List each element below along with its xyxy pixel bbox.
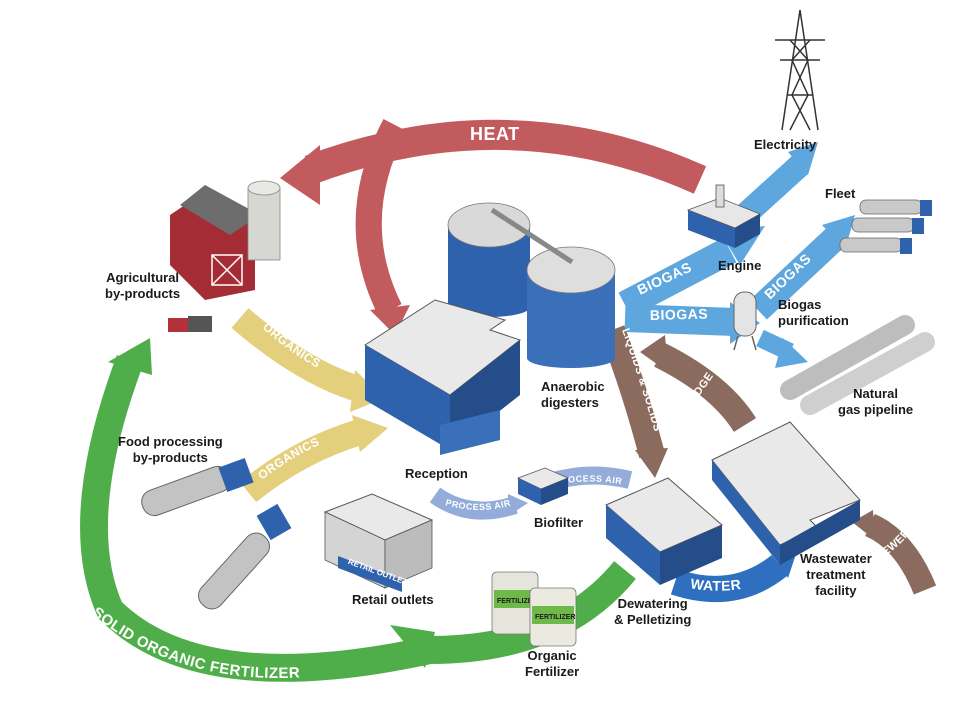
sludge-arrow: SLUDGE [640,335,757,433]
organic-fertilizer-line-1: Organic [527,648,577,663]
biofilter-icon [516,467,570,505]
fleet-trucks-icon [839,199,932,254]
biogas-purification-line-2: purification [778,313,849,328]
biogas-purification-line-1: Biogas [778,297,822,312]
svg-text:PROCESS AIR: PROCESS AIR [445,497,512,512]
anaerobic-digesters-line-2: digesters [541,395,599,410]
dewatering-building-icon [605,477,723,585]
process-air-label-2: PROCESS AIR [554,473,623,486]
svg-text:BIOGAS: BIOGAS [650,306,709,323]
retail-outlet-icon: RETAIL OUTLET [323,493,434,592]
biogas-label-2: BIOGAS [650,306,708,323]
retail-outlets-label: Retail outlets [352,592,434,607]
silo-icon [247,180,281,261]
wastewater-line-3: facility [815,583,857,598]
agricultural-label: Agricultural by-products [105,270,180,302]
agricultural-line-2: by-products [105,286,181,301]
natural-gas-line-2: gas pipeline [838,402,914,417]
engine-label: Engine [718,258,762,273]
tanker-truck-icon [141,457,292,610]
food-processing-label: Food processing by-products [118,434,223,466]
purification-tank-icon [733,291,757,351]
dewatering-line-1: Dewatering [617,596,688,611]
natural-gas-pipeline-label: Natural gas pipeline [838,386,913,418]
wastewater-building-icon [711,421,861,565]
heat-label: HEAT [470,124,520,144]
electricity-label: Electricity [754,137,817,152]
engine-icon [686,184,761,248]
anaerobic-digesters-label: Anaerobic digesters [541,379,605,411]
agricultural-line-1: Agricultural [106,270,180,285]
fertilizer-bag-label-2: FERTILIZER [535,614,575,621]
water-label: WATER [689,575,741,593]
process-air-label-1: PROCESS AIR [445,497,512,512]
organics-arrow-agricultural: ORGANICS [231,308,385,412]
dewatering-label: Dewatering & Pelletizing [614,596,691,628]
organic-fertilizer-label: Organic Fertilizer [525,648,579,680]
food-processing-line-1: Food processing [118,434,223,449]
biofilter-label: Biofilter [534,515,584,530]
barn-icon [170,185,260,300]
organics-arrow-food: ORGANICS [239,415,388,503]
fleet-label: Fleet [825,186,856,201]
wastewater-line-2: treatment [806,567,866,582]
natural-gas-line-1: Natural [853,386,898,401]
heat-arrow: HEAT [280,118,707,335]
pickup-truck-icon [168,316,212,332]
biogas-purification-label: Biogas purification [778,297,849,329]
anaerobic-digesters-line-1: Anaerobic [541,379,605,394]
wastewater-label: Wastewater treatment facility [800,551,872,599]
organic-fertilizer-line-2: Fertilizer [525,664,580,679]
svg-text:PROCESS AIR: PROCESS AIR [554,473,624,486]
sewer-arrow: SEWER [852,510,937,595]
reception-label: Reception [405,466,468,481]
anaerobic-digesters-icon [447,202,616,368]
fertilizer-bag-label-1: FERTILIZER [497,598,537,605]
svg-text:WATER: WATER [689,575,742,593]
wastewater-line-1: Wastewater [800,551,872,566]
food-processing-line-2: by-products [132,450,208,465]
gas-pipeline-icon [780,315,935,415]
reception-building-icon [364,299,522,455]
fertilizer-bags-icon: FERTILIZER FERTILIZER [491,571,577,647]
electricity-tower-icon [775,9,825,131]
dewatering-line-2: & Pelletizing [614,612,692,627]
